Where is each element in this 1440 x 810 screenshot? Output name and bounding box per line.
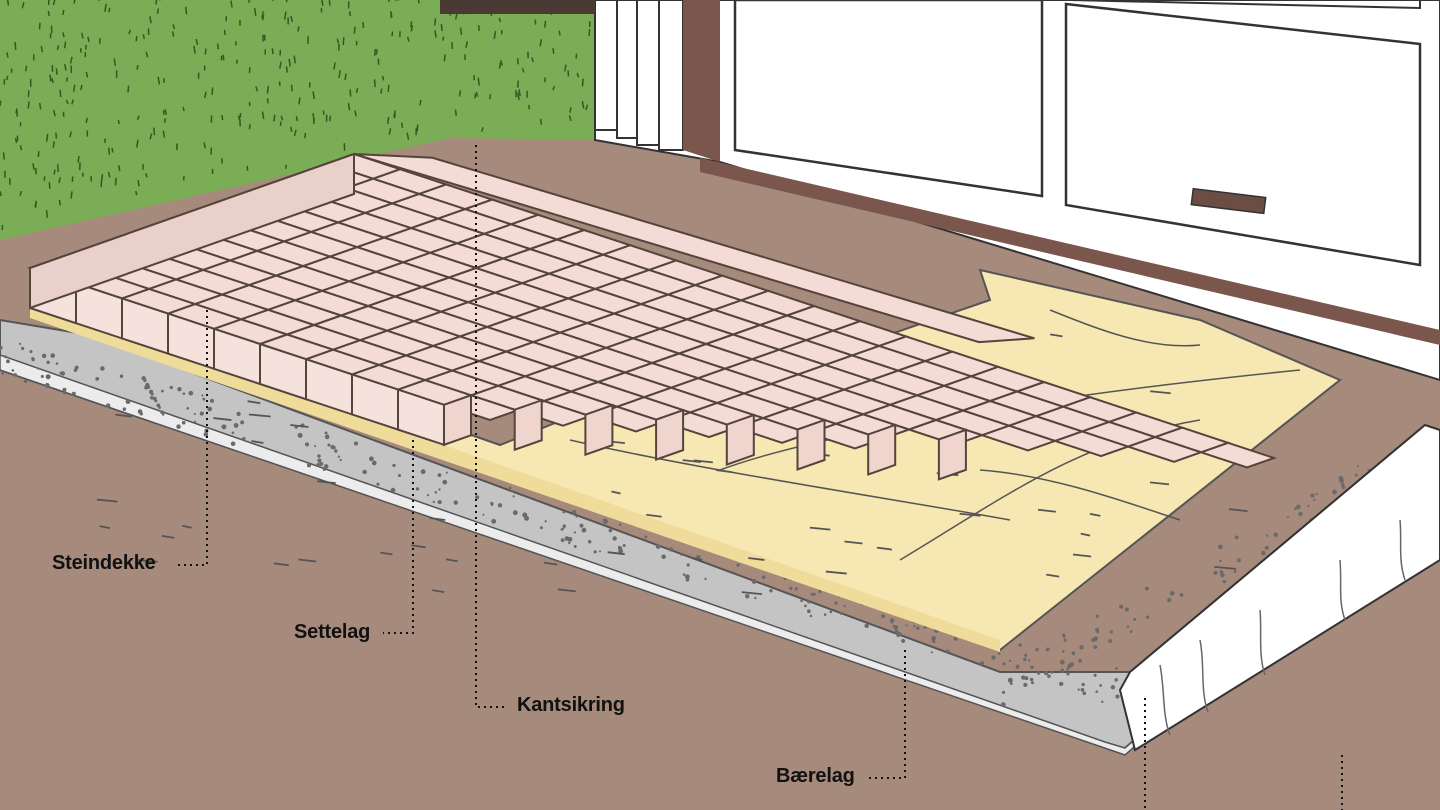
label-baerelag: Bærelag <box>776 765 855 787</box>
house-facade <box>440 0 1440 382</box>
leader-steindekke <box>175 310 208 566</box>
label-steindekke: Steindekke <box>52 552 156 574</box>
leader-settelag <box>383 440 414 634</box>
drawer-handle-icon <box>1190 187 1267 215</box>
label-kantsikring: Kantsikring <box>517 694 625 716</box>
edge-restraint <box>1118 423 1440 752</box>
paving-stones <box>26 152 1278 481</box>
label-settelag: Settelag <box>294 621 371 643</box>
leader-kantsikring <box>475 145 508 708</box>
leader-lines <box>175 145 1343 810</box>
leader-baerelag <box>868 650 906 779</box>
